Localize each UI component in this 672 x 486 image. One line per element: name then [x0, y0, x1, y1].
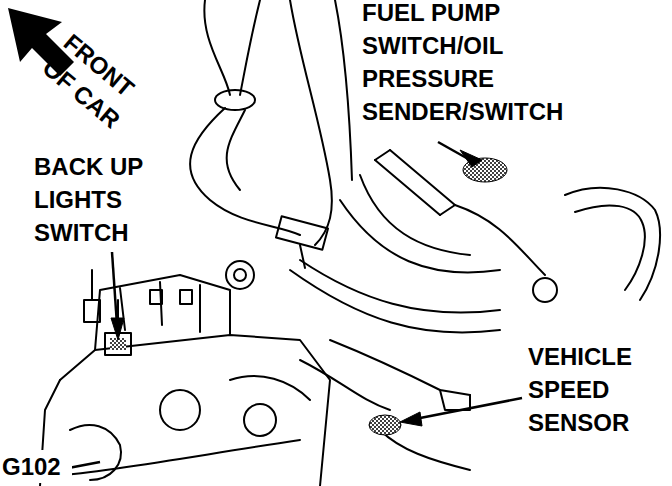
leader-line: [410, 398, 522, 420]
ground-label: G102: [2, 450, 72, 483]
component-label: VEHICLE SPEED SENSOR: [528, 340, 668, 439]
component-label: BACK UP LIGHTS SWITCH: [34, 150, 174, 249]
component-label: FUEL PUMP SWITCH/OIL PRESSURE SENDER/SWI…: [362, 0, 612, 128]
leader-line: [112, 252, 117, 325]
